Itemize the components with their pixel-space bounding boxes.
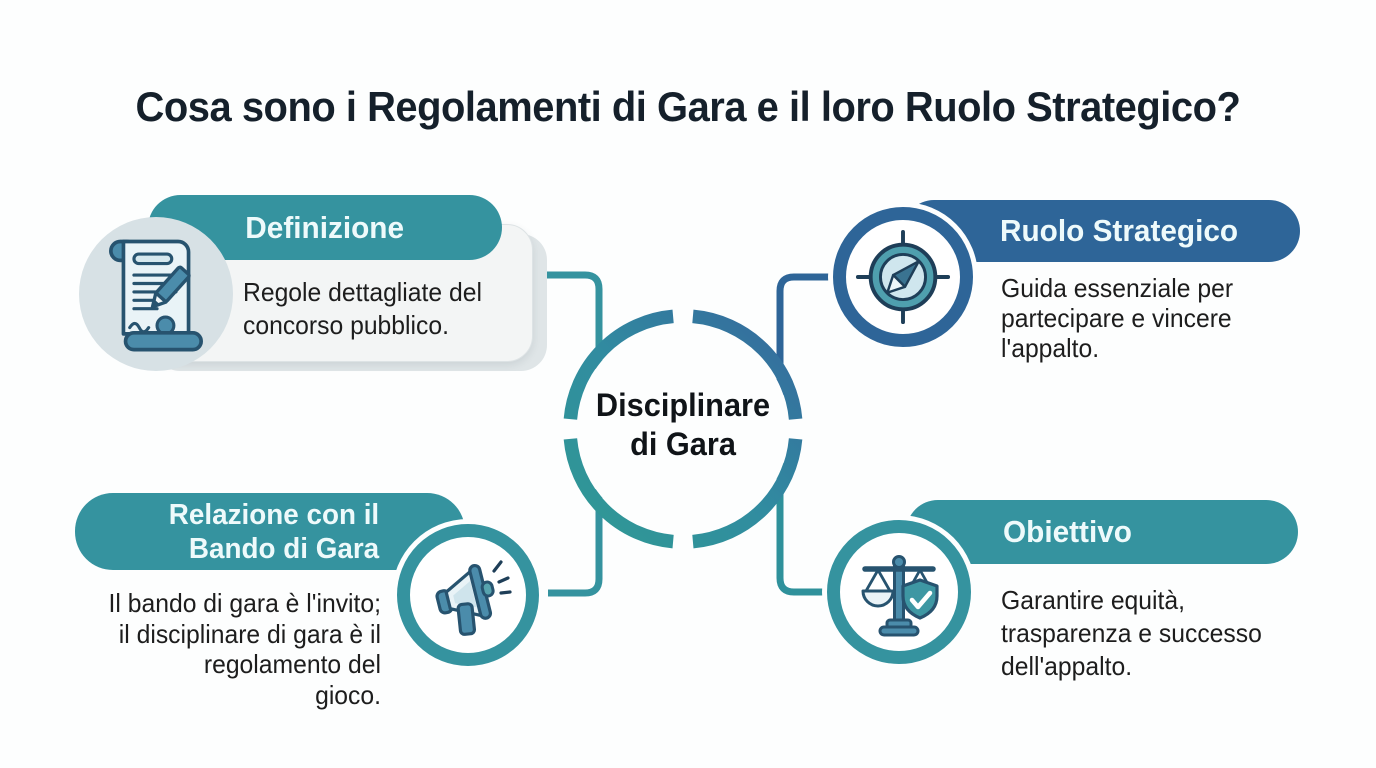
card-relazione-bando-text: Il bando di gara è l'invito; il discipli…: [108, 588, 381, 710]
ring-arc-top-right: [692, 309, 803, 420]
card-relazione-bando-header: Relazione con il Bando di Gara: [75, 493, 465, 570]
scales-shield-icon-graphic: [861, 555, 939, 637]
ring-arc-bottom-left: [563, 438, 674, 549]
card-definizione-text: Regole dettagliate del concorso pubblico…: [243, 277, 482, 340]
center-disc: [577, 323, 789, 535]
compass-icon: [833, 207, 973, 347]
center-label: Disciplinare di Gara: [595, 387, 771, 462]
megaphone-icon-graphic: [435, 560, 512, 636]
card-ruolo-strategico-text: Guida essenziale per partecipare e vince…: [1001, 273, 1234, 363]
megaphone-icon: [397, 524, 539, 666]
scales-shield-icon: [827, 520, 971, 664]
connector-top-right: [776, 273, 836, 429]
page-title: Cosa sono i Regolamenti di Gara e il lor…: [135, 83, 1241, 131]
card-ruolo-strategico-header-label: Ruolo Strategico: [1000, 213, 1239, 248]
ring-arc-top-left: [563, 309, 674, 420]
scroll-pencil-icon: [79, 217, 233, 371]
scroll-pencil-icon-graphic: [109, 239, 203, 352]
card-definizione-header-label: Definizione: [245, 209, 405, 245]
compass-icon-graphic: [855, 229, 951, 325]
card-relazione-bando-header-label: Relazione con il Bando di Gara: [168, 498, 379, 565]
ring-arc-bottom-right: [692, 438, 803, 549]
connector-bottom-right: [776, 429, 834, 596]
card-obiettivo-text: Garantire equità, trasparenza e successo…: [1001, 585, 1262, 681]
card-obiettivo-header: Obiettivo: [906, 500, 1298, 564]
card-ruolo-strategico-header: Ruolo Strategico: [903, 200, 1300, 262]
card-obiettivo-header-label: Obiettivo: [1003, 514, 1132, 549]
